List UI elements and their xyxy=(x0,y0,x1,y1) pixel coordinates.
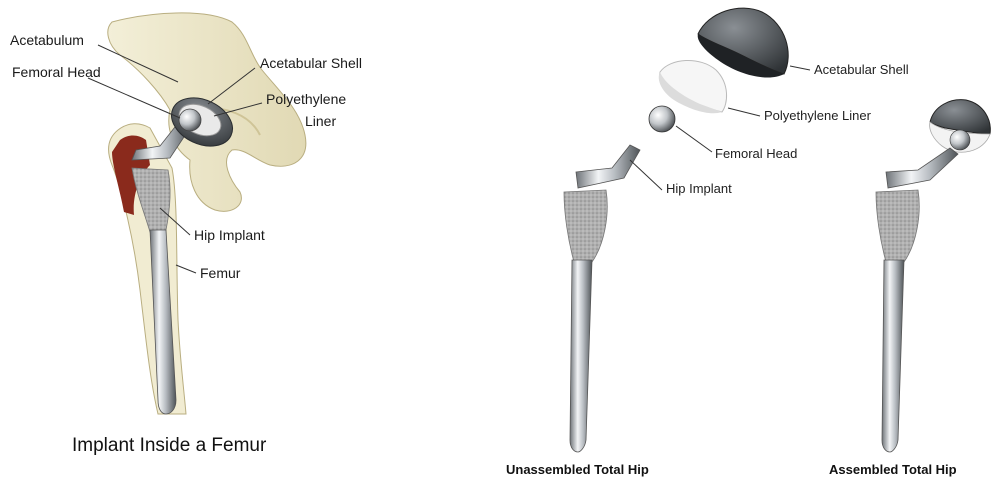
label-polyethylene: Polyethylene xyxy=(266,91,346,107)
exploded-stem-shaft xyxy=(570,260,592,452)
label-acetabulum: Acetabulum xyxy=(10,32,84,48)
assembled-stem-porous xyxy=(876,190,919,262)
caption-unassembled: Unassembled Total Hip xyxy=(506,462,649,477)
assembled-femoral-head xyxy=(950,130,970,150)
caption-implant-inside-femur: Implant Inside a Femur xyxy=(72,435,267,456)
assembled-stem-neck xyxy=(886,148,958,188)
label-liner: Liner xyxy=(305,113,336,129)
label-acetabular-shell-right: Acetabular Shell xyxy=(814,62,909,77)
exploded-stem-porous xyxy=(564,190,607,262)
label-femur: Femur xyxy=(200,265,241,281)
label-hip-implant-left: Hip Implant xyxy=(194,227,265,243)
exploded-stem-neck xyxy=(576,145,640,188)
implant-in-femur-illustration: Acetabulum Femoral Head Acetabular Shell… xyxy=(10,13,362,456)
unassembled-total-hip-illustration: Acetabular Shell Polyethylene Liner Femo… xyxy=(506,8,909,477)
assembled-stem-shaft xyxy=(882,260,904,452)
label-polyethylene-liner-right: Polyethylene Liner xyxy=(764,108,872,123)
label-acetabular-shell-left: Acetabular Shell xyxy=(260,55,362,71)
leader-poly-liner-right xyxy=(728,108,760,116)
caption-assembled: Assembled Total Hip xyxy=(829,462,957,477)
leader-acetabular-shell-right xyxy=(790,66,810,70)
left-femoral-head xyxy=(179,109,201,131)
label-femoral-head-left: Femoral Head xyxy=(12,64,101,80)
assembled-total-hip-illustration: Assembled Total Hip xyxy=(829,100,990,477)
leader-hip-implant-right xyxy=(630,160,662,190)
label-hip-implant-right: Hip Implant xyxy=(666,181,732,196)
label-femoral-head-right: Femoral Head xyxy=(715,146,797,161)
leader-femoral-head-right xyxy=(676,126,712,152)
exploded-femoral-head xyxy=(649,106,675,132)
leader-femur xyxy=(176,265,196,273)
